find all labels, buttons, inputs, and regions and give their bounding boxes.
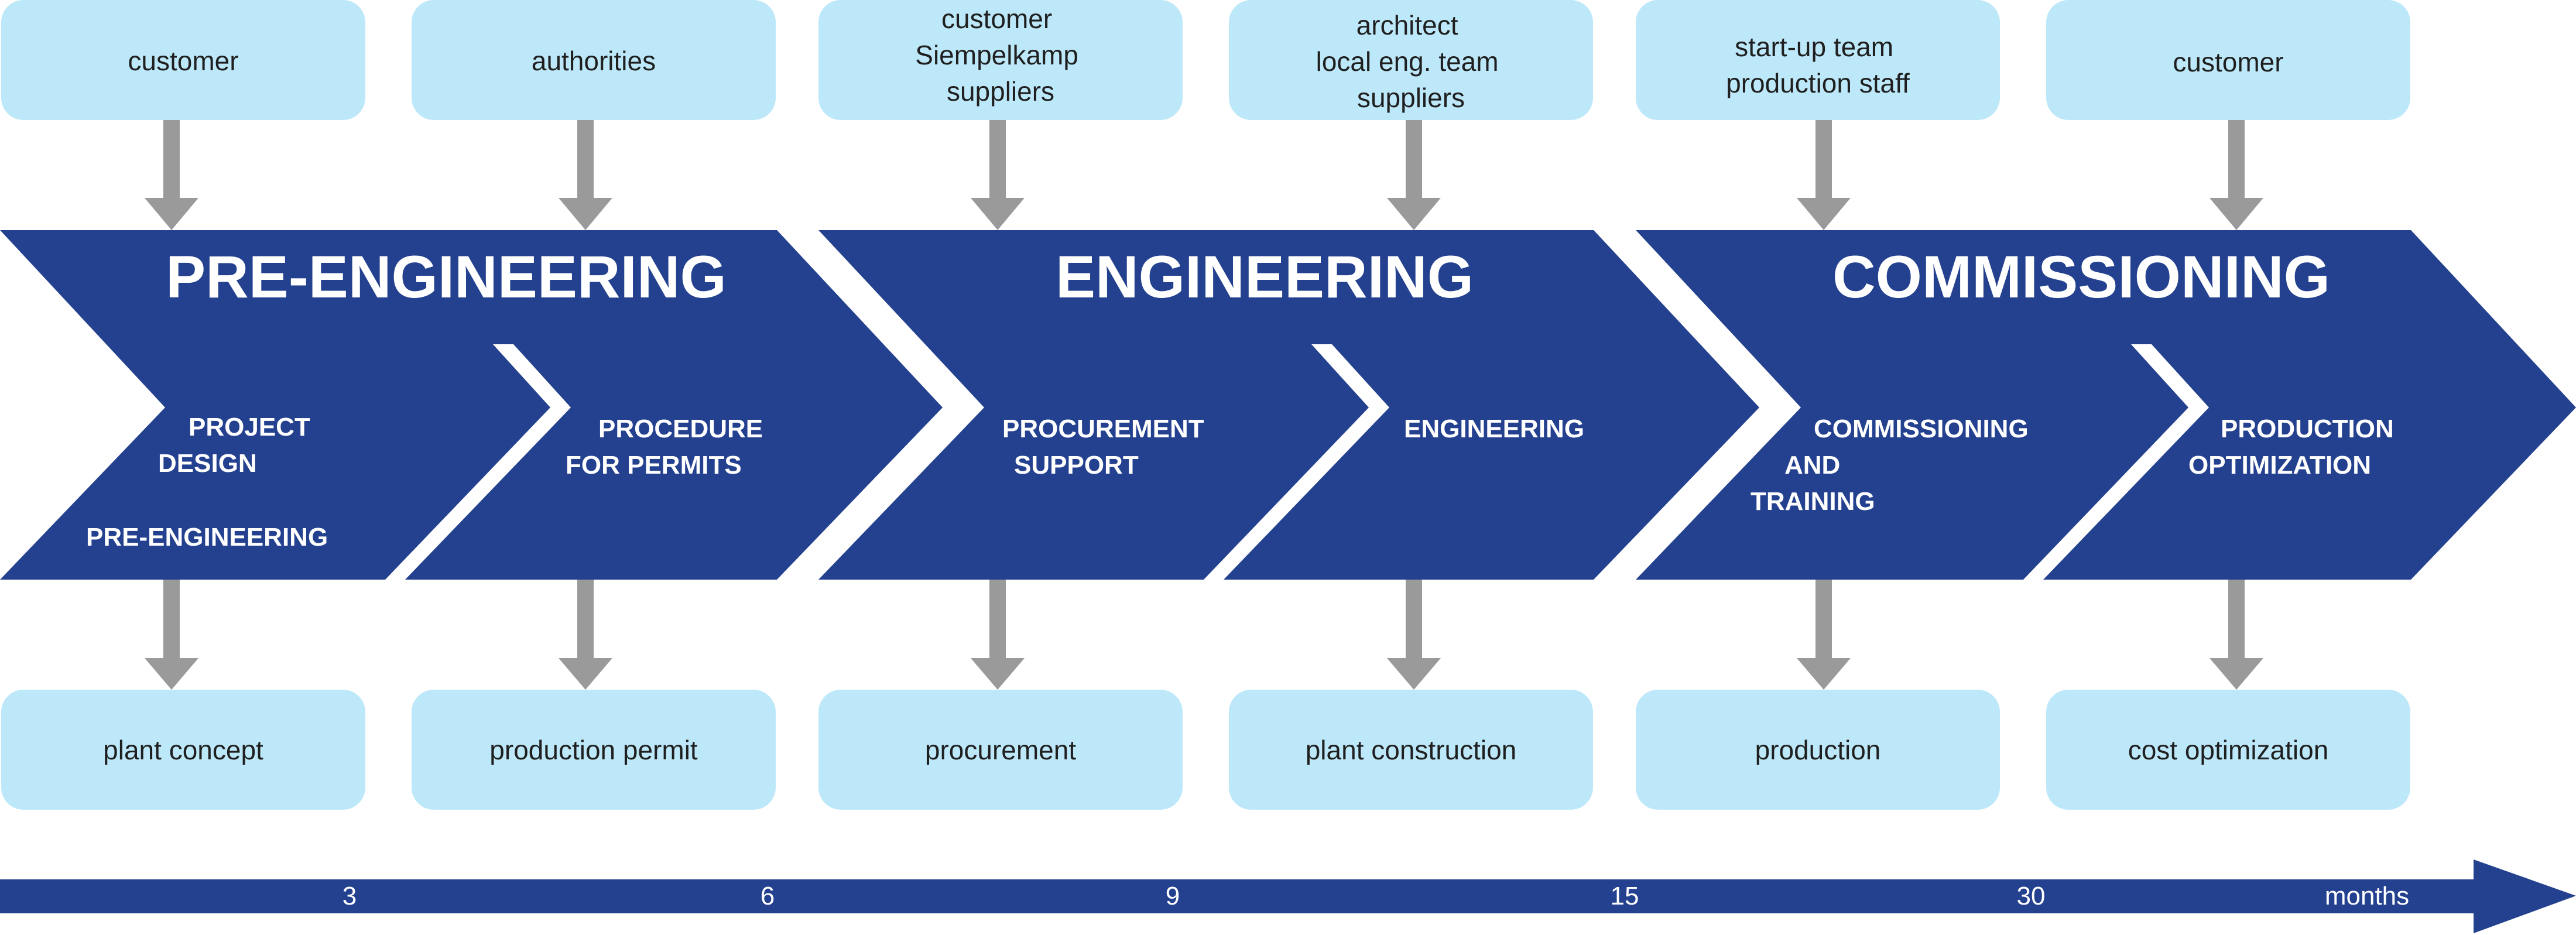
output-arrow-2	[559, 580, 612, 690]
step-label-commissioning-and-training: COMMISSIONING AND TRAINING	[1751, 415, 2036, 516]
input-boxes: customer authorities customer Siempelkam…	[1, 0, 2410, 120]
stage-title-commissioning: COMMISSIONING	[1832, 244, 2330, 310]
output-boxes: plant concept production permit procurem…	[1, 690, 2410, 810]
input-box-1-text: customer	[128, 46, 238, 76]
input-box-4-text: architect local eng. team suppliers	[1316, 10, 1506, 113]
input-arrow-2	[559, 120, 612, 230]
timeline: 3 6 9 15 30 months	[0, 859, 2576, 933]
output-arrow-6	[2210, 580, 2263, 690]
output-box-1-text: plant concept	[103, 735, 263, 765]
input-arrow-5	[1797, 120, 1851, 230]
output-box-5: production	[1636, 690, 2000, 810]
timeline-tick-15: 15	[1611, 882, 1639, 910]
output-arrow-1	[145, 580, 198, 690]
step-label-production-optimization: PRODUCTION OPTIMIZATION	[2188, 415, 2401, 480]
output-box-4: plant construction	[1229, 690, 1593, 810]
stage-chevron-commissioning	[1636, 230, 2576, 580]
timeline-unit-label: months	[2325, 882, 2409, 910]
output-box-1: plant concept	[1, 690, 365, 810]
stage-titles: PRE-ENGINEERING ENGINEERING COMMISSIONIN…	[166, 244, 2330, 310]
step-label-engineering: ENGINEERING	[1404, 415, 1584, 443]
input-arrow-1	[145, 120, 198, 230]
step-label-procedure-for-permits: PROCEDURE FOR PERMITS	[566, 415, 770, 480]
input-box-2-text: authorities	[532, 46, 656, 76]
input-arrow-4	[1387, 120, 1441, 230]
output-box-3: procurement	[818, 690, 1183, 810]
step-label-procurement-support: PROCUREMENT SUPPORT	[1002, 415, 1211, 480]
timeline-arrow	[0, 859, 2576, 933]
stage-chevron-pre-engineering	[0, 230, 943, 580]
stage-chevrons	[0, 230, 2576, 580]
input-box-4: architect local eng. team suppliers	[1229, 0, 1593, 120]
input-arrows	[145, 120, 2263, 230]
input-box-5-text: start-up team production staff	[1726, 32, 1910, 98]
timeline-tick-30: 30	[2017, 882, 2046, 910]
output-box-2-text: production permit	[489, 735, 698, 765]
input-box-3: customer Siempelkamp suppliers	[818, 0, 1183, 120]
output-box-6: cost optimization	[2046, 690, 2410, 810]
timeline-tick-9: 9	[1166, 882, 1180, 910]
step-labels: PROJECT DESIGN PRE-ENGINEERING PROCEDURE…	[86, 413, 2401, 552]
output-arrow-3	[971, 580, 1025, 690]
input-box-6-text: customer	[2173, 47, 2283, 77]
input-box-3-text: customer Siempelkamp suppliers	[915, 4, 1085, 107]
stage-chevron-engineering	[818, 230, 1759, 580]
timeline-tick-6: 6	[761, 882, 775, 910]
input-arrow-6	[2210, 120, 2263, 230]
output-arrow-5	[1797, 580, 1851, 690]
output-arrow-4	[1387, 580, 1441, 690]
output-box-4-text: plant construction	[1306, 735, 1517, 765]
output-box-2: production permit	[412, 690, 776, 810]
output-arrows	[145, 580, 2263, 690]
input-box-5: start-up team production staff	[1636, 0, 2000, 120]
stage-title-pre-engineering: PRE-ENGINEERING	[166, 244, 727, 310]
input-arrow-3	[971, 120, 1025, 230]
input-box-1: customer	[1, 0, 365, 120]
output-box-6-text: cost optimization	[2128, 735, 2329, 765]
step-label-project-design: PROJECT DESIGN PRE-ENGINEERING	[86, 413, 328, 552]
input-box-6: customer	[2046, 0, 2410, 120]
stage-title-engineering: ENGINEERING	[1056, 244, 1474, 310]
output-box-3-text: procurement	[925, 735, 1076, 765]
output-box-5-text: production	[1755, 735, 1881, 765]
timeline-tick-3: 3	[342, 882, 357, 910]
input-box-2: authorities	[412, 0, 776, 120]
